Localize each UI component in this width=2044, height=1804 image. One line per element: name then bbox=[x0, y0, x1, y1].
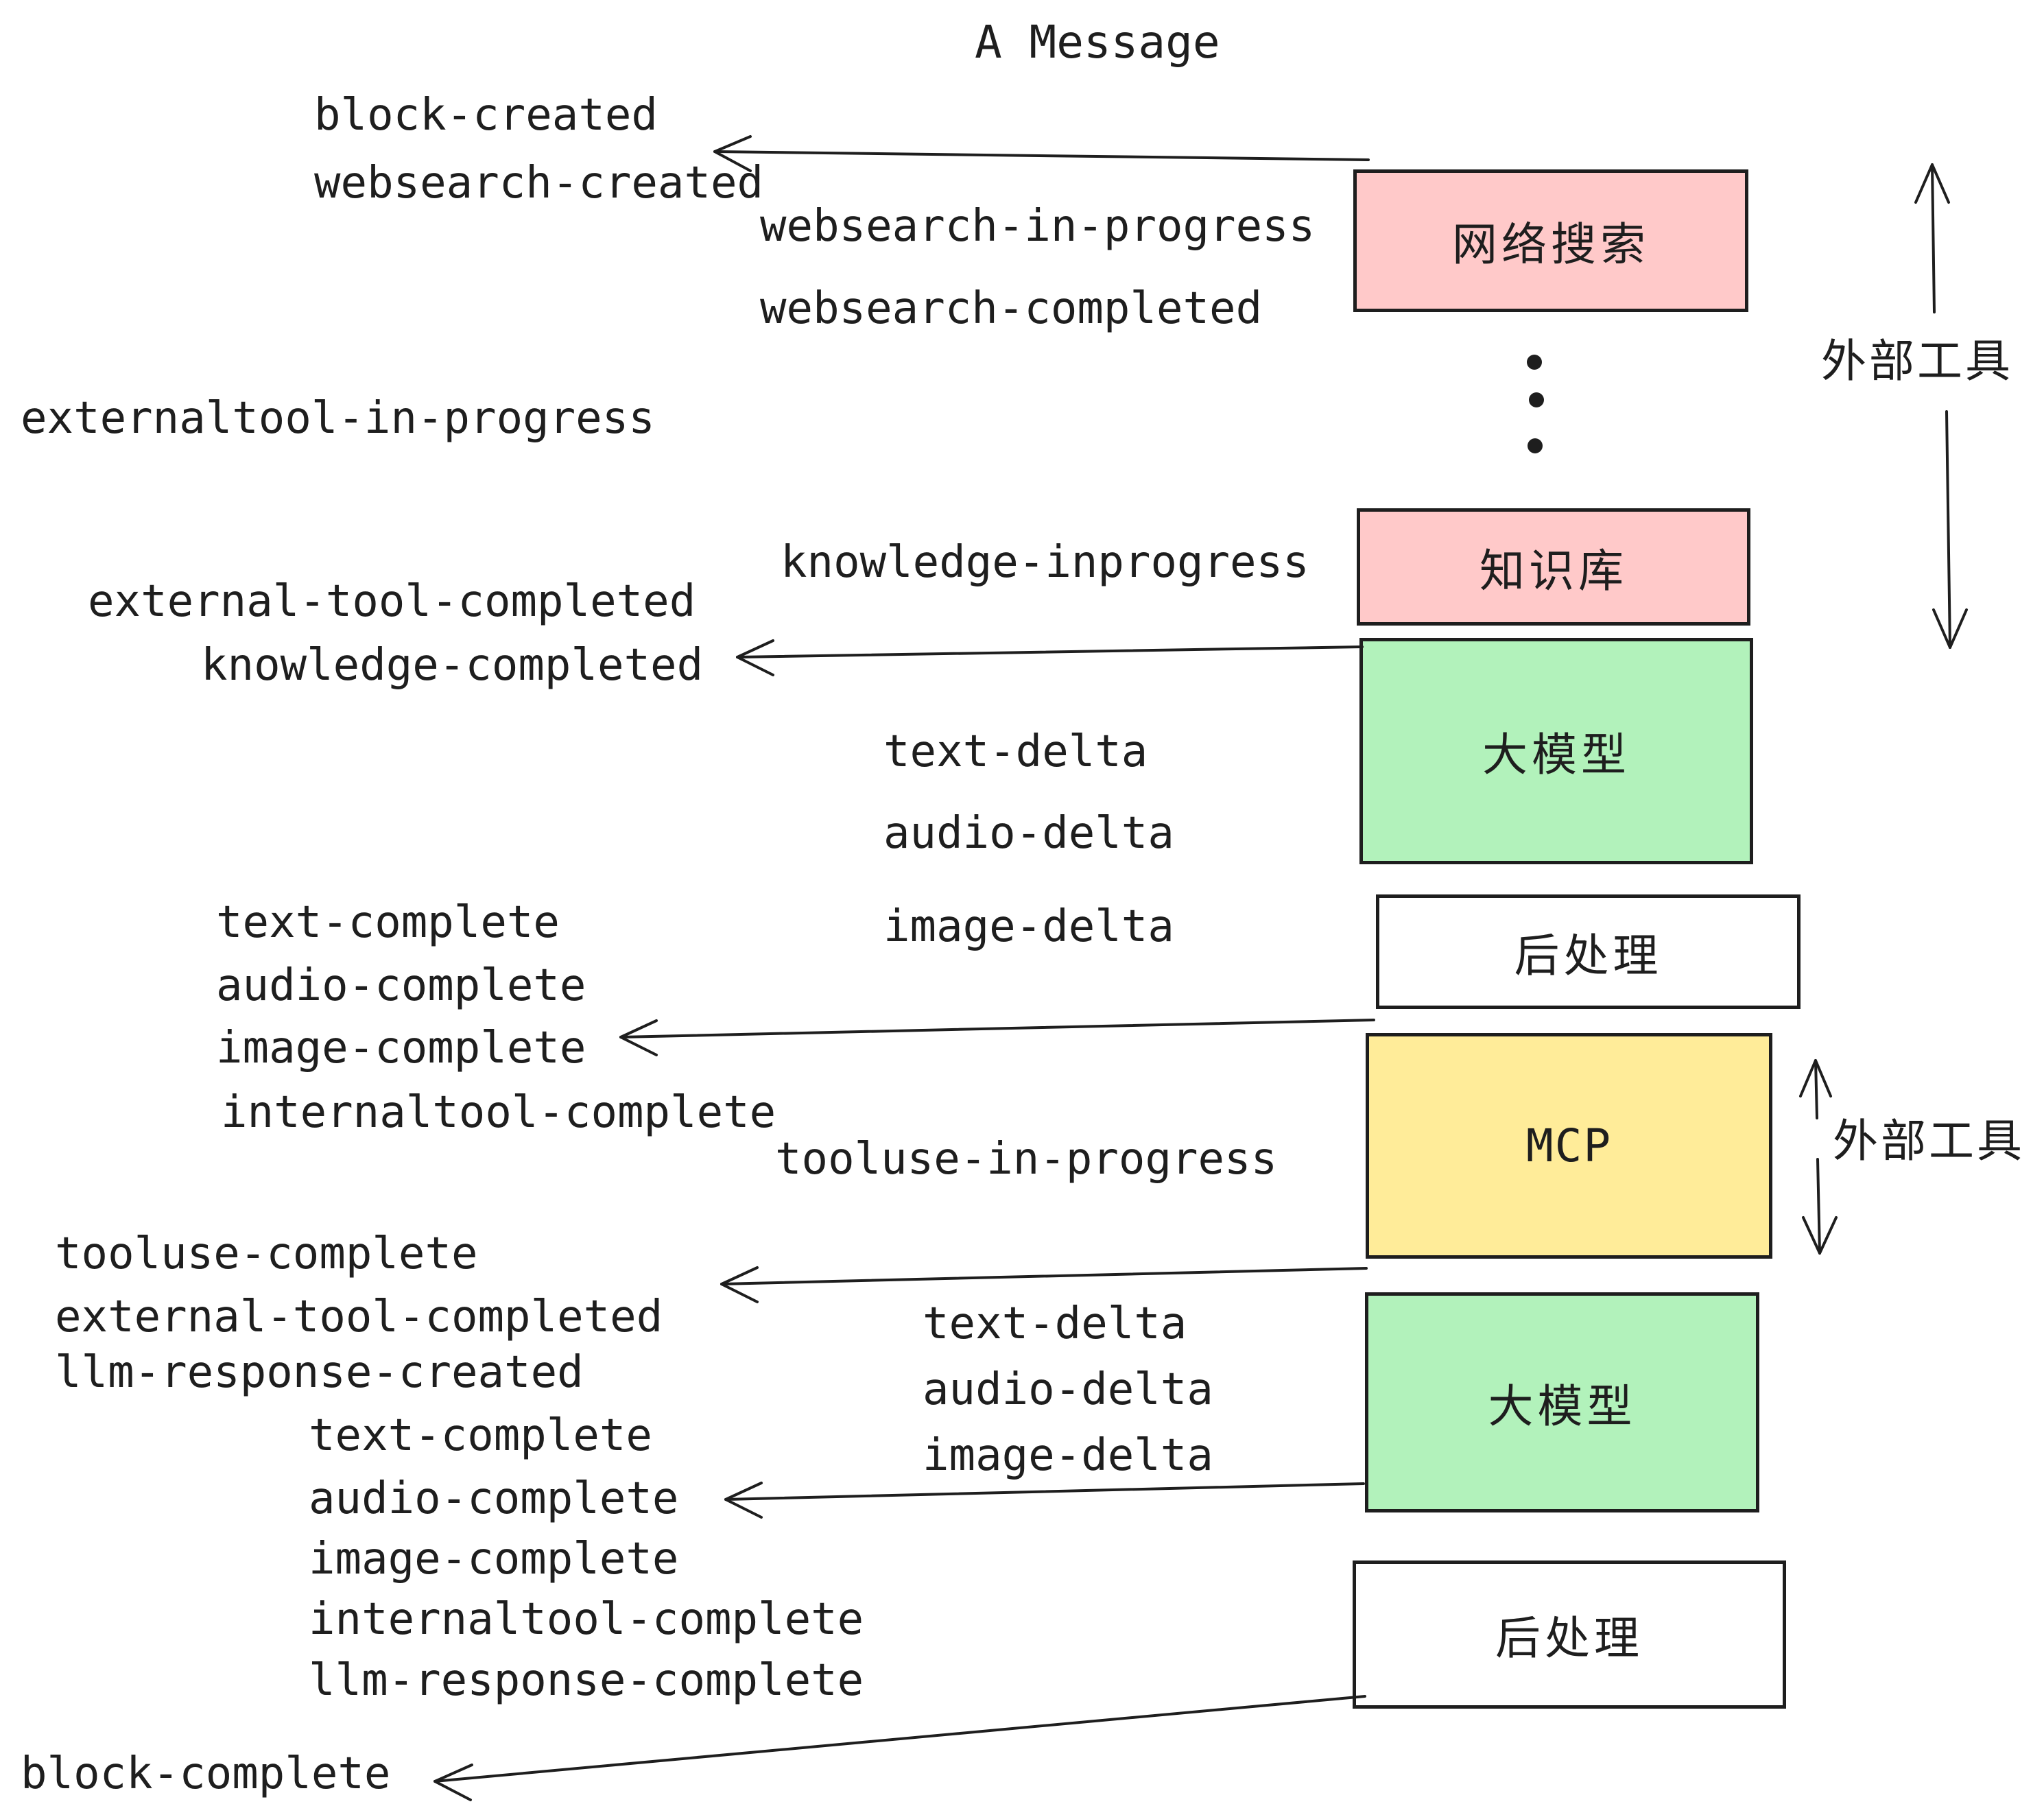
box-postprocess-2: 后处理 bbox=[1353, 1560, 1786, 1709]
event-image-complete: image-complete bbox=[216, 1023, 586, 1073]
ellipsis-dot bbox=[1529, 392, 1544, 407]
box-mcp: MCP bbox=[1366, 1033, 1772, 1259]
event-text-complete-2: text-complete bbox=[309, 1410, 652, 1461]
ellipsis-dots bbox=[1527, 355, 1544, 453]
diagram-title: A Message bbox=[975, 16, 1220, 69]
event-image-complete-2: image-complete bbox=[309, 1534, 679, 1585]
ellipsis-dot bbox=[1527, 355, 1542, 370]
box-mcp-label: MCP bbox=[1525, 1119, 1613, 1172]
box-llm-1-label: 大模型 bbox=[1482, 728, 1630, 781]
event-llm-response-complete: llm-response-complete bbox=[309, 1655, 864, 1706]
external-tools-arrow-up-2 bbox=[1799, 1059, 1832, 1119]
event-tooluse-in-progress: tooluse-in-progress bbox=[775, 1134, 1278, 1185]
event-tooluse-complete: tooluse-complete bbox=[55, 1229, 478, 1279]
external-tools-label-2: 外部工具 bbox=[1833, 1115, 2025, 1167]
box-postprocess-1-label: 后处理 bbox=[1514, 929, 1663, 982]
box-llm-1: 大模型 bbox=[1359, 638, 1753, 864]
event-audio-complete: audio-complete bbox=[216, 960, 586, 1011]
event-websearch-created: websearch-created bbox=[314, 158, 764, 209]
box-websearch-label: 网络搜索 bbox=[1452, 218, 1650, 271]
event-block-created: block-created bbox=[314, 90, 658, 141]
event-external-tool-completed: external-tool-completed bbox=[88, 576, 696, 627]
event-knowledge-completed: knowledge-completed bbox=[201, 640, 704, 691]
external-tools-arrow-down-2 bbox=[1802, 1158, 1838, 1255]
box-postprocess-1: 后处理 bbox=[1376, 894, 1801, 1009]
event-text-complete: text-complete bbox=[216, 897, 560, 948]
event-websearch-in-progress: websearch-in-progress bbox=[760, 201, 1316, 252]
box-llm-2-label: 大模型 bbox=[1488, 1379, 1637, 1433]
arrow-to-block-complete bbox=[433, 1695, 1366, 1801]
event-knowledge-inprogress: knowledge-inprogress bbox=[781, 537, 1309, 588]
arrow-to-image-complete bbox=[619, 1019, 1375, 1056]
event-audio-delta: audio-delta bbox=[883, 808, 1174, 859]
external-tools-label-1: 外部工具 bbox=[1821, 335, 2013, 388]
event-audio-complete-2: audio-complete bbox=[309, 1473, 679, 1524]
event-external-tool-completed-2: external-tool-completed bbox=[55, 1292, 663, 1342]
event-llm-response-created: llm-response-created bbox=[55, 1347, 584, 1398]
event-internaltool-complete: internaltool-complete bbox=[221, 1087, 776, 1138]
event-websearch-completed: websearch-completed bbox=[760, 283, 1263, 334]
box-llm-2: 大模型 bbox=[1365, 1292, 1759, 1512]
event-text-delta: text-delta bbox=[883, 726, 1148, 777]
external-tools-arrow-up-1 bbox=[1914, 163, 1950, 313]
event-externaltool-in-progress: externaltool-in-progress bbox=[21, 393, 655, 444]
ellipsis-dot bbox=[1528, 438, 1543, 453]
event-block-complete: block-complete bbox=[21, 1748, 391, 1799]
arrow-to-websearch-created bbox=[713, 135, 1370, 172]
arrow-to-audio-complete bbox=[724, 1482, 1365, 1519]
box-knowledge-label: 知识库 bbox=[1479, 544, 1628, 597]
box-knowledge: 知识库 bbox=[1357, 508, 1750, 626]
event-image-delta: image-delta bbox=[883, 901, 1174, 952]
event-internaltool-complete-2: internaltool-complete bbox=[309, 1594, 864, 1645]
arrow-to-knowledge-completed bbox=[736, 639, 1364, 676]
event-audio-delta-2: audio-delta bbox=[923, 1364, 1213, 1415]
box-postprocess-2-label: 后处理 bbox=[1495, 1612, 1643, 1665]
external-tools-arrow-down-1 bbox=[1932, 410, 1968, 649]
event-image-delta-2: image-delta bbox=[923, 1430, 1213, 1481]
event-text-delta-2: text-delta bbox=[923, 1298, 1187, 1349]
box-websearch: 网络搜索 bbox=[1353, 169, 1748, 312]
